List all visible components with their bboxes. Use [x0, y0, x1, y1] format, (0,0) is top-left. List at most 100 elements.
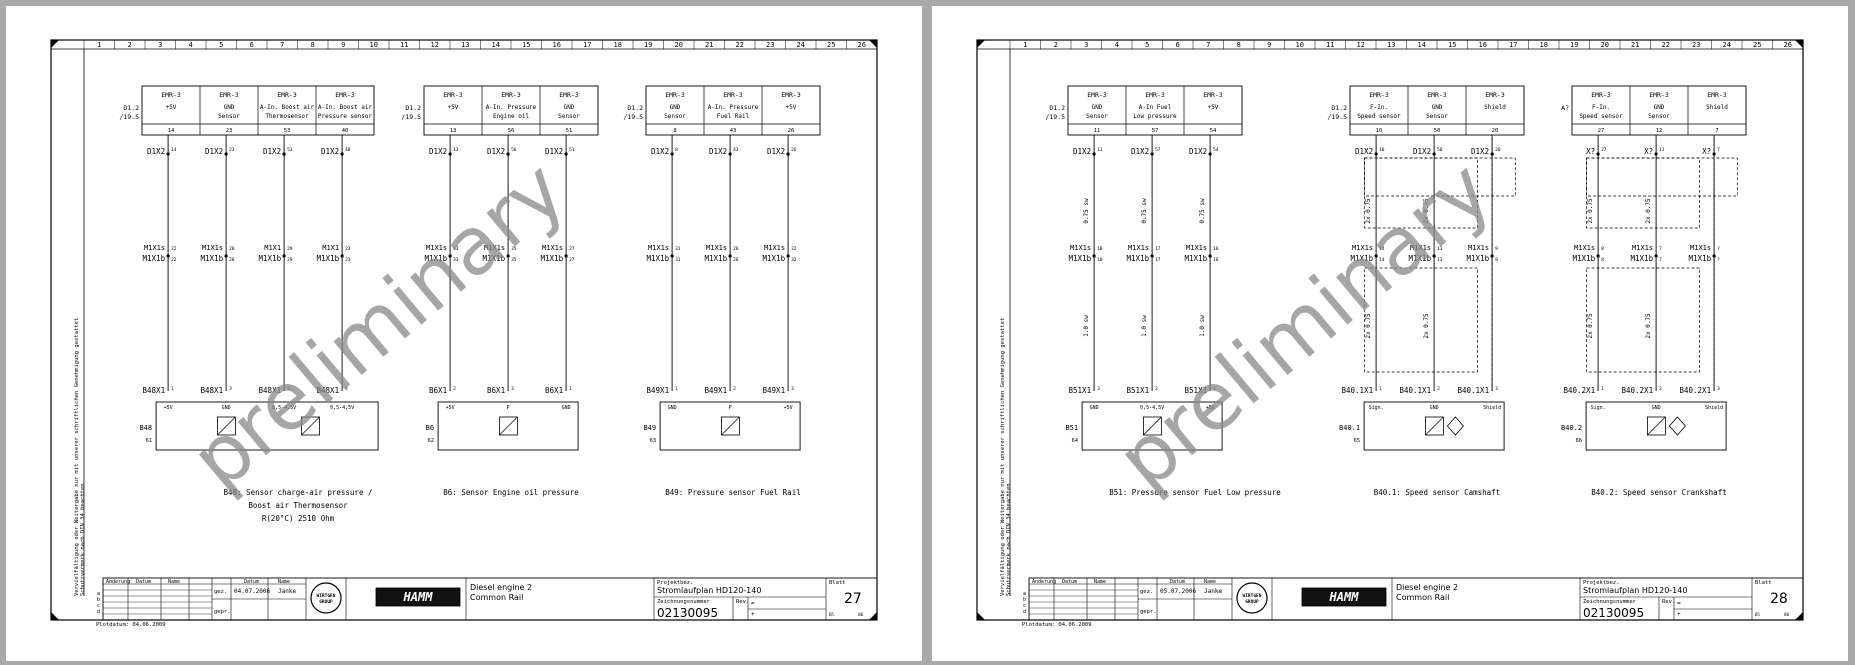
wire-spec: 2x 0.75	[1645, 198, 1652, 224]
drawing-subtitle: Common Rail	[470, 593, 523, 602]
terminal-dot	[1150, 152, 1154, 156]
connector-label: M1X1b	[1573, 254, 1596, 263]
tb-label: 86	[1784, 612, 1790, 618]
pin-number: 3	[511, 386, 514, 392]
tb-header: Name	[168, 579, 180, 585]
sensor-pin-label: P	[729, 405, 732, 411]
connector-label: M1X1s	[706, 244, 727, 252]
terminal-dot	[786, 152, 790, 156]
pin-number: 3	[229, 386, 232, 392]
device-name: B6	[426, 424, 434, 432]
tb-header: Datum	[1062, 579, 1077, 585]
connector-label: B48X1	[201, 386, 224, 395]
page-frame	[50, 39, 878, 621]
signal-label: GND	[1432, 104, 1443, 111]
connector-label: B40.1X1	[1399, 386, 1431, 395]
sensor-pin-label: +5V	[1206, 405, 1215, 411]
emr3-label: EMR-3	[219, 91, 239, 99]
sensor-symbol-line	[217, 416, 236, 436]
emr3-connector-box	[1571, 85, 1747, 136]
pin-number: 1	[1213, 386, 1216, 392]
pin-number: 26	[791, 147, 797, 153]
pin-number: 14	[171, 147, 177, 153]
connector-label: M1X1b	[143, 254, 166, 263]
pin-number: 31	[675, 246, 681, 252]
signal-label: F-In.	[1592, 104, 1610, 111]
terminal-dot	[1092, 152, 1096, 156]
wire-spec: 2x 0.75	[1423, 198, 1430, 224]
pin-number: 54	[1210, 128, 1217, 134]
corner-mark	[977, 40, 985, 48]
sheet-number: 27	[844, 591, 862, 607]
grid-number: 4	[1115, 41, 1119, 49]
connector-label: D1X2	[1413, 147, 1431, 156]
grid-number: 12	[1357, 41, 1365, 49]
corner-mark	[869, 40, 877, 48]
pin-number: 20	[1492, 128, 1499, 134]
connector-label: D1X2	[1073, 147, 1091, 156]
pin-number: 51	[566, 128, 573, 134]
grid-number: 8	[311, 41, 315, 49]
pin-number: 1	[1601, 386, 1604, 392]
drawing-number: 02130095	[657, 606, 718, 620]
drawing-date: 05.07.2006	[1160, 588, 1197, 595]
signal-label: +5V	[786, 104, 797, 111]
connector-label: M1X1b	[1185, 254, 1208, 263]
pin-number: 3	[1717, 386, 1720, 392]
sensor-device-box	[437, 401, 579, 451]
sheet-reference: /19.5	[1327, 113, 1347, 121]
connector-label: D1X2	[651, 147, 669, 156]
connector-label: B40.2X1	[1621, 386, 1653, 395]
tb-label: Bl	[1755, 612, 1761, 618]
pin-number: 2	[1155, 386, 1158, 392]
signal-label: GND	[564, 104, 575, 111]
corner-mark	[1795, 40, 1803, 48]
hamm-logo-text: HAMM	[403, 590, 434, 604]
sensor-pin-label: +5V	[446, 405, 455, 411]
emr3-label: EMR-3	[1369, 91, 1389, 99]
connector-label: D1X2	[545, 147, 563, 156]
sensor-caption: B48: Sensor charge-air pressure /	[223, 488, 372, 497]
emr3-label: EMR-3	[1707, 91, 1727, 99]
pin-number: 43	[730, 128, 737, 134]
grid-number: 1	[97, 41, 101, 49]
pin-number: 27	[569, 257, 575, 263]
pin-number: 51	[569, 147, 575, 153]
device-name: B51	[1065, 424, 1078, 432]
grid-number: 18	[614, 41, 622, 49]
wire-spec: 0.75 sw	[1083, 198, 1090, 224]
pin-number: 13	[450, 128, 457, 134]
drawer-name: Janke	[278, 588, 296, 595]
sensor-pin-label: Sign.	[1369, 405, 1384, 411]
grid-number: 6	[1176, 41, 1180, 49]
wire-spec: 1.0 sw	[1199, 315, 1206, 337]
grid-number: 5	[1145, 41, 1149, 49]
pin-number: 7	[1717, 147, 1720, 153]
grid-number: 23	[1692, 41, 1700, 49]
pin-number: 27	[569, 246, 575, 252]
pin-number: 9	[1495, 246, 1498, 252]
speed-sensor-symbol	[1446, 416, 1464, 436]
signal-label: Shield	[1706, 104, 1728, 111]
signal-label: Sensor	[1086, 113, 1108, 120]
connector-label: B48X1	[259, 386, 282, 395]
connector-label: X?	[1702, 147, 1711, 156]
wirtgen-logo-text: WIRTGEN	[317, 593, 336, 599]
connector-label: D1X2	[1355, 147, 1373, 156]
sensor-pin-label: GND	[1430, 405, 1439, 411]
grid-number: 13	[1387, 41, 1395, 49]
pin-number: 7	[1659, 246, 1662, 252]
grid-number: 24	[797, 41, 805, 49]
pin-number: 3	[1495, 386, 1498, 392]
drawing-title: Diesel engine 2	[1396, 583, 1458, 592]
signal-label: Speed sensor	[1579, 113, 1623, 120]
connector-label: B6X1	[429, 386, 447, 395]
connector-label: D1X2	[205, 147, 223, 156]
tb-label: Zeichnungsnummer	[1583, 599, 1637, 605]
terminal-dot	[670, 254, 674, 258]
signal-label: GND	[670, 104, 681, 111]
connector-label: B48X1	[317, 386, 340, 395]
